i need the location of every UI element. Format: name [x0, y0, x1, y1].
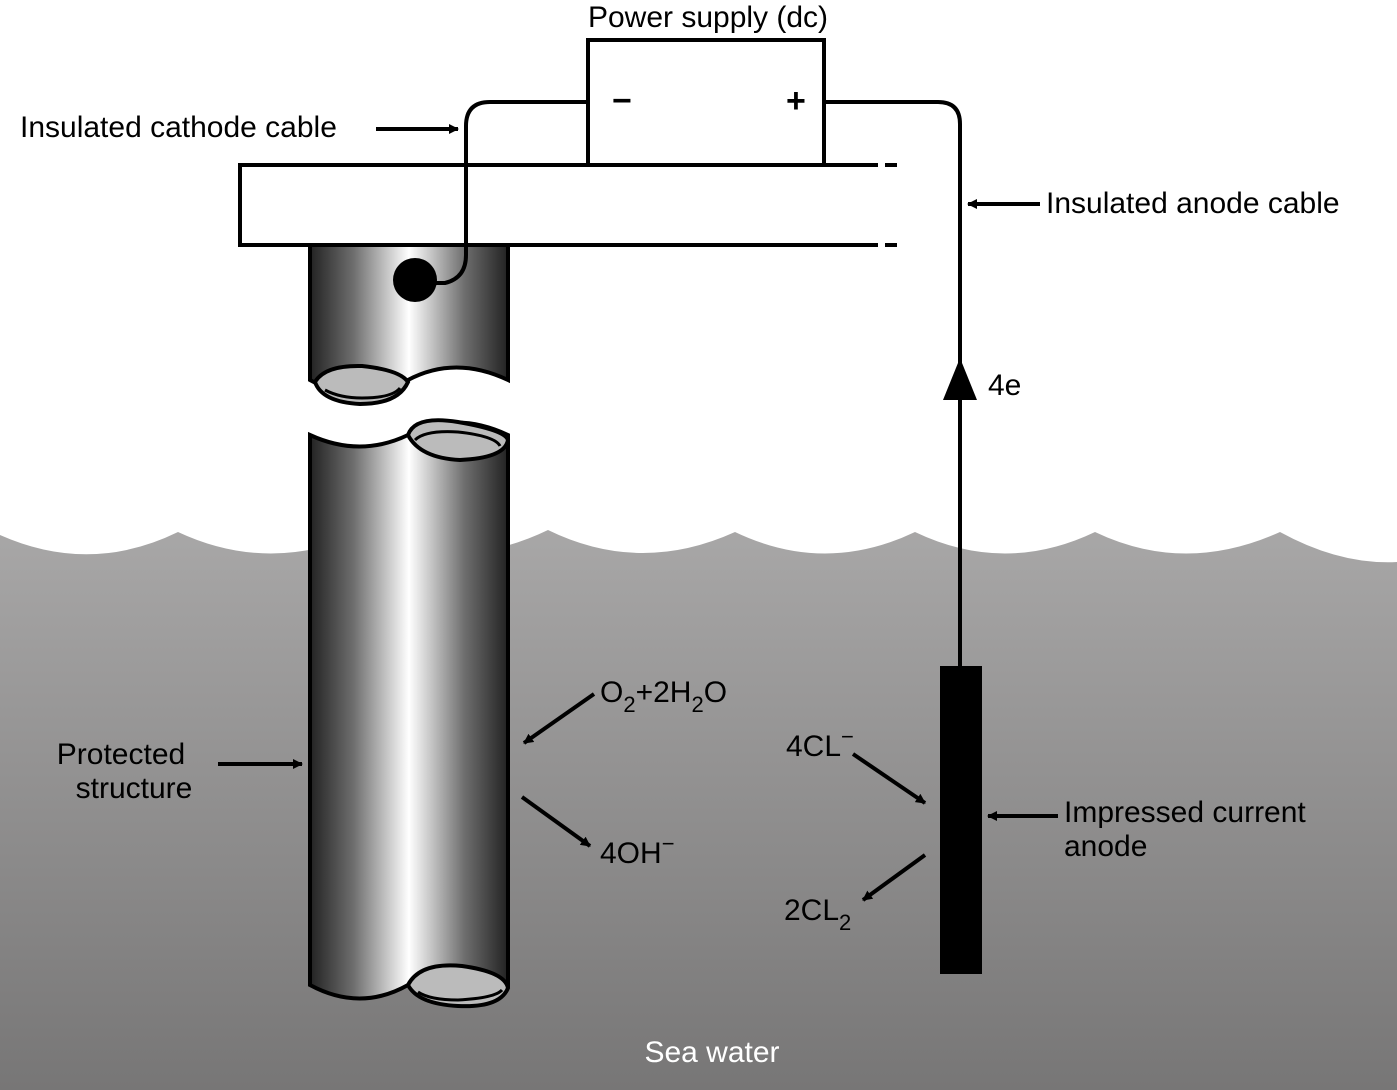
protected-structure-label-line1: Protected	[57, 738, 185, 771]
oxygen-water-arrow	[522, 692, 596, 745]
sea-water-label: Sea water	[644, 1036, 779, 1069]
power-supply-plus: +	[786, 82, 806, 120]
chlorine-label: 2CL2	[784, 894, 851, 935]
power-supply-label: Power supply (dc)	[588, 1, 828, 34]
impressed-anode-label-line2: anode	[1064, 830, 1147, 863]
chloride-arrow	[851, 752, 927, 805]
electrons-label: 4e	[988, 369, 1021, 402]
hydroxide-label: 4OH−	[600, 831, 675, 870]
upper-pipe-segment	[308, 243, 510, 407]
cathode-cable-label: Insulated cathode cable	[20, 111, 337, 144]
protected-structure-pipe	[308, 418, 511, 1009]
hydroxide-arrow	[520, 795, 592, 848]
impressed-current-anode	[940, 666, 982, 974]
cathode-connection-point	[393, 258, 437, 302]
anode-cable-label: Insulated anode cable	[1046, 187, 1340, 220]
oxygen-water-label: O2+2H2O	[600, 676, 727, 717]
electron-flow-arrow-head	[943, 358, 977, 400]
chlorine-arrow	[861, 853, 927, 902]
cathode-cable	[418, 100, 588, 285]
anode-cable	[824, 100, 962, 668]
impressed-anode-label-line1: Impressed current	[1064, 796, 1306, 829]
protected-structure-label-line2: structure	[76, 772, 193, 805]
chloride-label: 4CL−	[786, 724, 854, 763]
platform-deck	[238, 163, 878, 247]
power-supply-minus: −	[612, 82, 632, 120]
